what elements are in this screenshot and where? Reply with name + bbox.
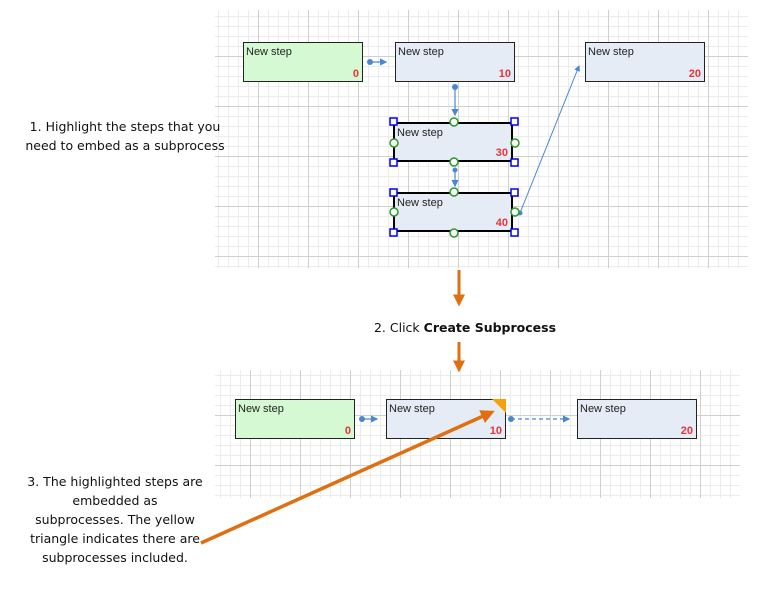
- step-label: New step: [398, 46, 444, 58]
- step-box-20[interactable]: New step 20: [577, 399, 697, 439]
- step-box-30-selected[interactable]: New step 30: [393, 122, 513, 162]
- step-box-0[interactable]: New step 0: [235, 399, 355, 439]
- step-number: 0: [352, 68, 359, 80]
- step-box-0[interactable]: New step 0: [243, 42, 363, 82]
- caption-step-2: 2. Click Create Subprocess: [340, 318, 590, 337]
- step-label: New step: [389, 403, 435, 415]
- caption-step-2-prefix: 2. Click: [373, 320, 424, 335]
- step-number: 40: [495, 217, 508, 229]
- step-number: 10: [489, 425, 502, 437]
- diagram-canvas-before[interactable]: New step 0 New step 10 New step 20 New s…: [215, 10, 748, 268]
- step-label: New step: [580, 403, 626, 415]
- create-subprocess-label: Create Subprocess: [423, 320, 557, 335]
- step-number: 20: [680, 425, 693, 437]
- step-label: New step: [246, 46, 292, 58]
- step-box-20[interactable]: New step 20: [585, 42, 705, 82]
- diagram-canvas-after[interactable]: New step 0 New step 10 New step 20: [215, 370, 740, 498]
- step-box-40-selected[interactable]: New step 40: [393, 192, 513, 232]
- step-number: 0: [344, 425, 351, 437]
- step-number: 20: [688, 68, 701, 80]
- step-label: New step: [238, 403, 284, 415]
- step-number: 30: [495, 147, 508, 159]
- step-label: New step: [397, 197, 443, 209]
- caption-step-1: 1. Highlight the steps that you need to …: [25, 119, 225, 153]
- step-box-10[interactable]: New step 10: [395, 42, 515, 82]
- step-number: 10: [498, 68, 511, 80]
- yellow-triangle-icon[interactable]: [492, 399, 506, 413]
- caption-step-3: 3. The highlighted steps are embedded as…: [27, 474, 203, 565]
- step-box-10-subprocess[interactable]: New step 10: [386, 399, 506, 439]
- step-label: New step: [588, 46, 634, 58]
- step-label: New step: [397, 127, 443, 139]
